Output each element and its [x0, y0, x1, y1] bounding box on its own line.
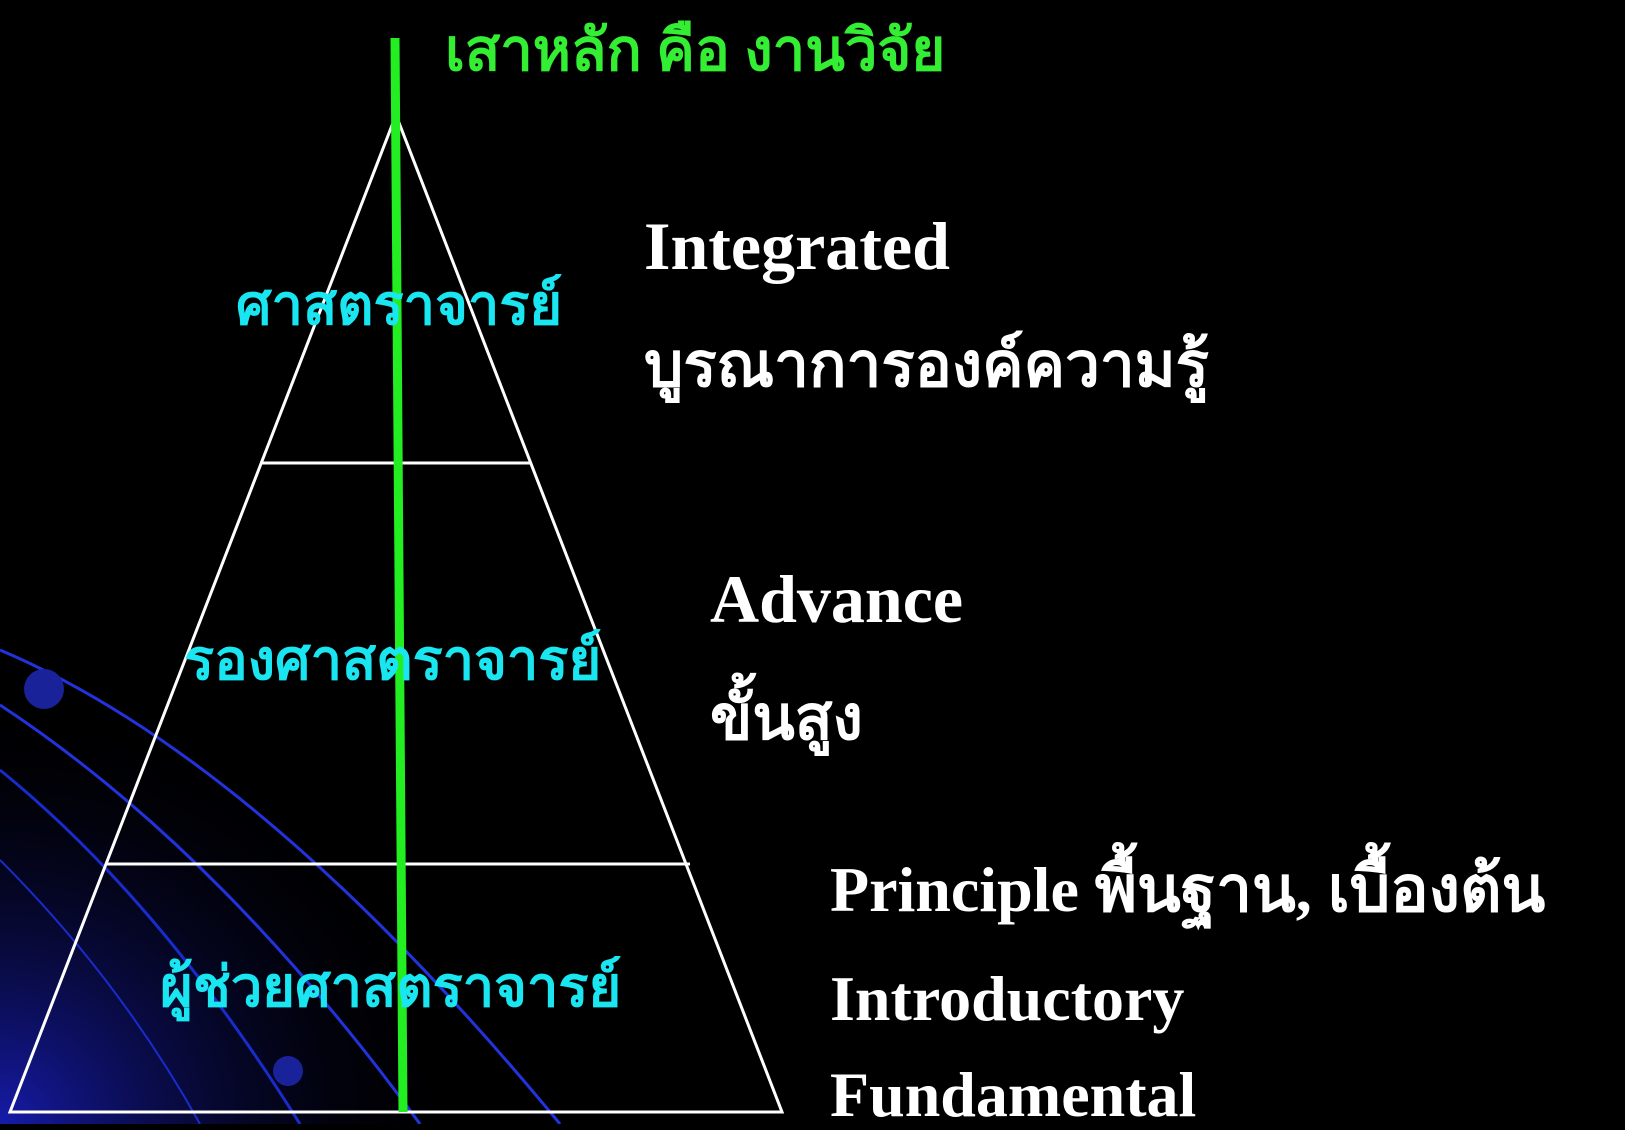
rank-assistant-professor: ผู้ช่วยศาสตราจารย์: [160, 957, 622, 1019]
rank-associate-professor: รองศาสตราจารย์: [184, 630, 602, 692]
level-advance-en: Advance: [710, 561, 964, 637]
level-principle: Principle พื้นฐาน, เบื้องต้น: [830, 854, 1546, 925]
level-integrated-th: บูรณาการองค์ความรู้: [644, 332, 1209, 400]
level-fundamental: Fundamental: [830, 1059, 1197, 1130]
level-introductory: Introductory: [830, 963, 1185, 1034]
decor-arc-3: [0, 768, 302, 1124]
pillar-title: เสาหลัก คือ งานวิจัย: [445, 18, 946, 83]
background-decoration: [0, 640, 562, 1124]
decor-arc-2: [0, 703, 422, 1124]
research-pillar: [390, 37, 408, 1113]
pyramid-outline: [7, 110, 785, 1114]
decor-dot-1: [24, 669, 64, 709]
decor-dot-2: [273, 1056, 303, 1086]
level-advance-th: ขั้นสูง: [710, 685, 863, 753]
level-integrated-en: Integrated: [644, 208, 950, 284]
rank-professor: ศาสตราจารย์: [236, 275, 563, 337]
corner-glow: [0, 640, 520, 1124]
decor-arc-4: [0, 859, 201, 1124]
decor-arc-1: [0, 648, 562, 1124]
